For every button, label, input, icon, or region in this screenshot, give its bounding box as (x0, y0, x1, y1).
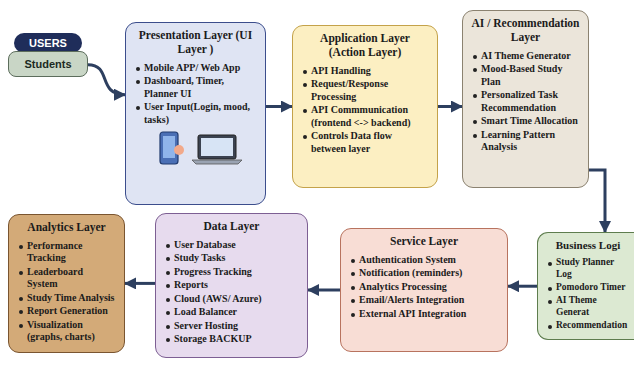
analytics-layer-box: Analytics LayerPerformance TrackingLeade… (8, 214, 125, 353)
flow-arrow (589, 170, 605, 232)
flow-arrow (88, 65, 125, 95)
layer-heading: Data Layer (164, 220, 299, 234)
bullet-item: Study Time Analysis (17, 292, 116, 305)
group-label: USERS (14, 33, 82, 53)
bullet-item: Email/Alerts Integration (349, 294, 499, 307)
bullet-item: API Handling (301, 65, 429, 78)
bullet-item: Recommendation (546, 320, 630, 332)
layer-heading: Business Logi (546, 239, 630, 252)
bullet-item: External API Integration (349, 308, 499, 321)
bullet-item: Pomodoro Timer (546, 282, 630, 294)
bullet-item: Smart Time Allocation (471, 115, 580, 128)
layer-heading: Application Layer (Action Layer) (301, 32, 429, 60)
bullet-item: AI Theme Generator (471, 50, 580, 63)
user-group: USERSStudents (8, 33, 88, 77)
bullet-item: Dashboard, Timer, Planner UI (134, 75, 257, 100)
bullet-item: Progress Tracking (164, 266, 299, 279)
bullet-item: Learning Pattern Analysis (471, 129, 580, 154)
business-logic-box: Business LogiStudy Planner LogPomodoro T… (537, 232, 634, 340)
bullet-item: Reports (164, 279, 299, 292)
bullet-item: Server Hosting (164, 320, 299, 333)
bullet-item: Analytics Processing (349, 281, 499, 294)
bullet-item: Personalized Task Recommendation (471, 89, 580, 114)
bullet-item: Study Tasks (164, 252, 299, 265)
ai-layer-box: AI / Recommendation Layer AI Theme Genera… (462, 10, 589, 188)
device-illustration (146, 130, 246, 166)
layer-heading: Service Layer (349, 235, 499, 249)
service-layer-box: Service LayerAuthentication SystemNotifi… (340, 228, 508, 352)
bullet-item: Load Balancer (164, 306, 299, 319)
data-layer-box: Data LayerUser DatabaseStudy TasksProgre… (155, 213, 308, 358)
bullet-item: Leaderboard System (17, 266, 116, 291)
user-label: Students (8, 51, 88, 77)
bullet-item: User Input(Login, mood, tasks) (134, 101, 257, 126)
bullet-item: Cloud (AWS/ Azure) (164, 293, 299, 306)
layer-heading: Analytics Layer (17, 221, 116, 235)
application-layer-box: Application Layer (Action Layer) API Hand… (292, 25, 438, 188)
bullet-item: Request/Response Processing (301, 78, 429, 103)
flow-arrow (508, 285, 537, 288)
flow-arrow (438, 105, 462, 108)
presentation-layer-box: Presentation Layer (UI Layer ) Mobile APP… (125, 22, 266, 205)
bullet-item: Mood-Based Study Plan (471, 63, 580, 88)
bullet-item: API Commmunication (frontend <-> backend… (301, 104, 429, 129)
bullet-item: Notification (reminders) (349, 267, 499, 280)
bullet-item: Performance Tracking (17, 240, 116, 265)
bullet-item: Mobile APP/ Web App (134, 62, 257, 75)
bullet-item: Study Planner Log (546, 257, 630, 281)
bullet-item: Storage BACKUP (164, 333, 299, 346)
bullet-item: Visualization (graphs, charts) (17, 319, 116, 344)
layer-heading: AI / Recommendation Layer (471, 17, 580, 45)
bullet-item: Authentication System (349, 254, 499, 267)
flow-arrow (125, 282, 155, 285)
flow-arrow (308, 289, 340, 292)
bullet-item: Report Generation (17, 305, 116, 318)
flow-arrow (266, 105, 292, 108)
bullet-item: Controls Data flow between layer (301, 130, 429, 155)
bullet-item: AI Theme Generat (546, 295, 630, 319)
layer-heading: Presentation Layer (UI Layer ) (134, 29, 257, 57)
bullet-item: User Database (164, 239, 299, 252)
